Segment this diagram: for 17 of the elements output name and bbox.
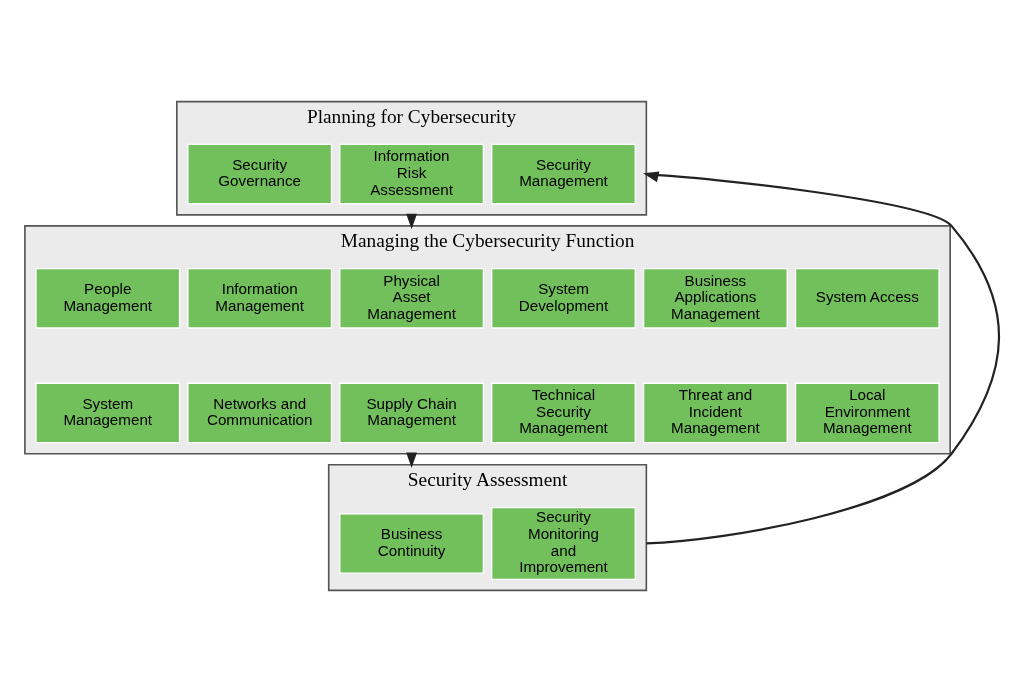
node-box: Security Governance [187, 143, 333, 205]
node-box: Information Management [187, 268, 333, 329]
node-box: Technical Security Management [491, 382, 636, 444]
node-box: System Access [794, 268, 940, 329]
node-box: Threat and Incident Management [642, 382, 788, 444]
node-box: Supply Chain Management [339, 382, 485, 444]
node-box: System Development [491, 268, 636, 329]
node-box: Information Risk Assessment [339, 143, 485, 205]
node-box: Local Environment Management [794, 382, 940, 444]
node-box: Business Applications Management [642, 268, 788, 329]
node-box: Physical Asset Management [339, 268, 485, 329]
node-box: System Management [35, 382, 181, 444]
node-box: Security Monitoring and Improvement [491, 506, 636, 581]
node-box: People Management [35, 268, 181, 329]
node-box: Business Continuity [339, 513, 485, 574]
node-box: Networks and Communication [187, 382, 333, 444]
node-box: Security Management [491, 143, 636, 205]
